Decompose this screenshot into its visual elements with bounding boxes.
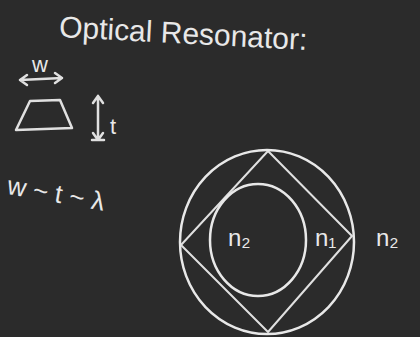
ellipse-outline xyxy=(210,184,306,296)
outer-ring: n₁ n₂ xyxy=(178,148,356,336)
diagram-title: Optical Resonator: xyxy=(58,12,308,55)
light-ray-path xyxy=(181,151,352,332)
region-index: n₁ xyxy=(315,226,336,250)
scale-relation: w ~ t ~ λ xyxy=(5,172,106,215)
ellipse-outline xyxy=(208,182,308,298)
region-index: n₂ xyxy=(228,226,251,250)
thickness-arrow xyxy=(92,96,104,140)
waveguide-cross-section xyxy=(16,100,72,130)
width-symbol: w xyxy=(32,54,48,76)
cladding-index: n₂ xyxy=(376,226,399,250)
inner-core: n₂ xyxy=(208,182,308,298)
ellipse-outline xyxy=(180,150,354,334)
thickness-symbol: t xyxy=(110,116,116,138)
